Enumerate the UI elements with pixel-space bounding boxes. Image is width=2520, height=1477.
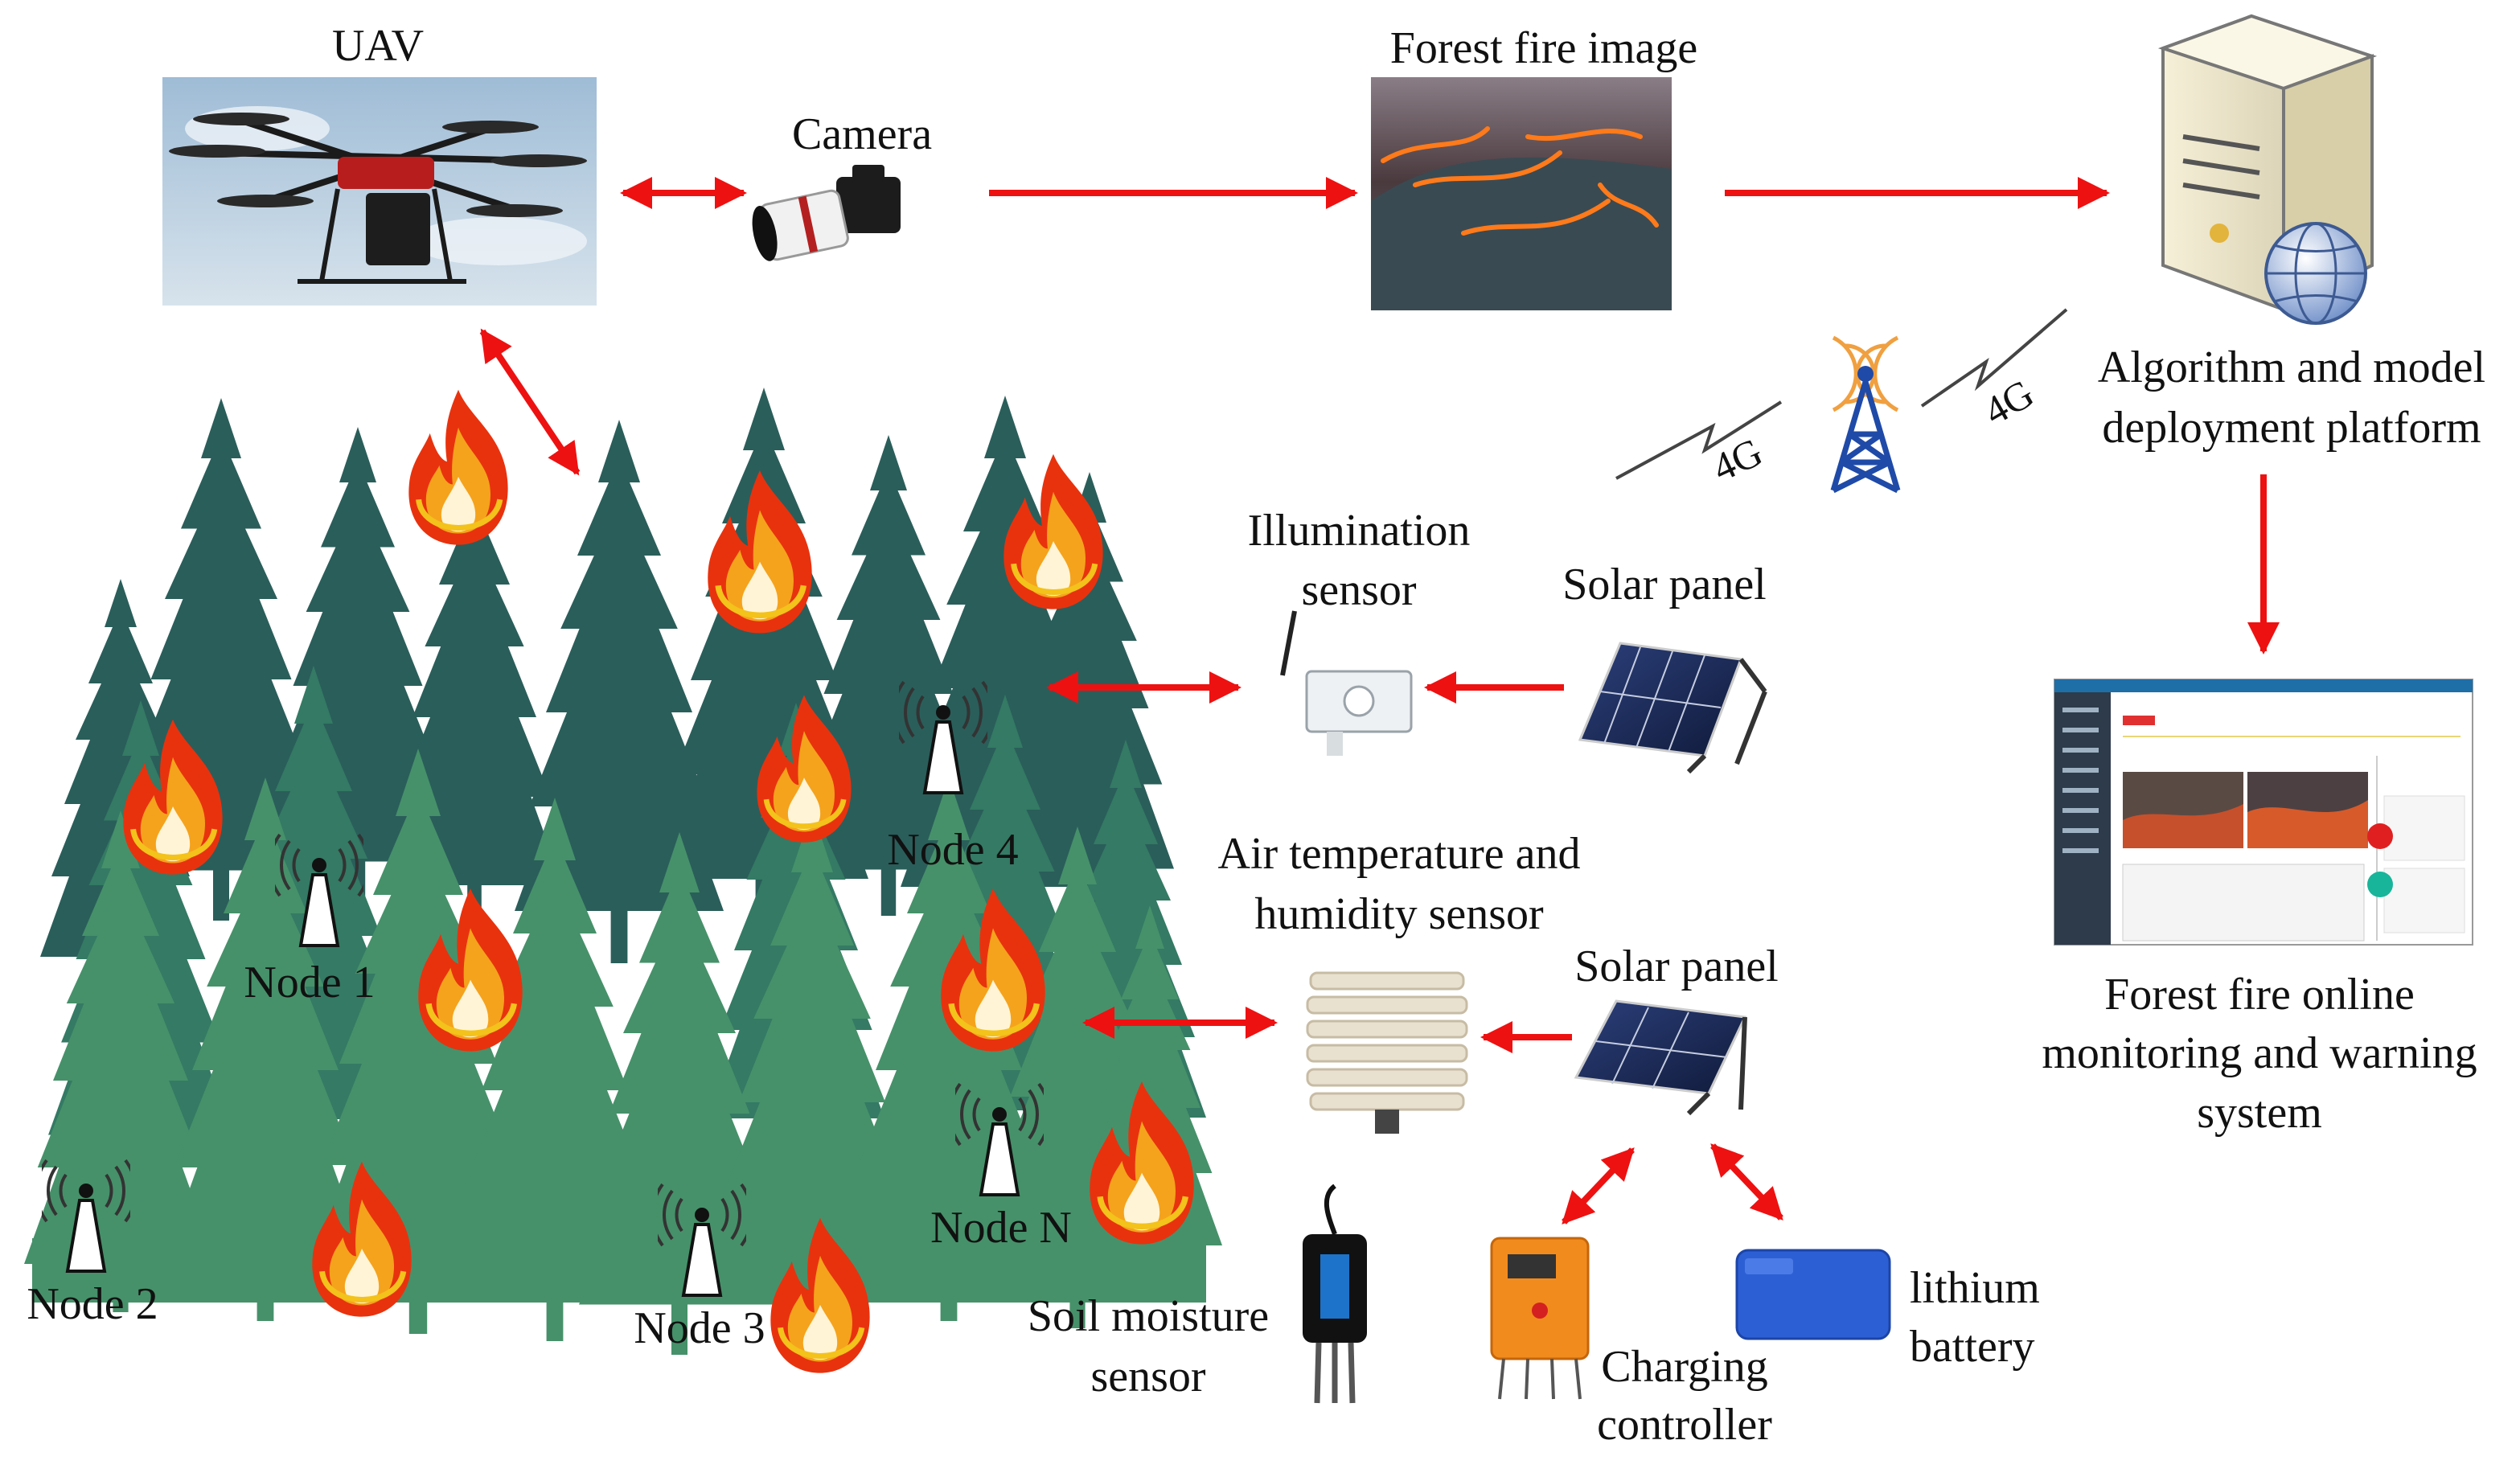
node-4-label: Node 4 xyxy=(887,825,1018,875)
solar-panel-bottom-label: Solar panel xyxy=(1574,942,1778,991)
signal-tower-icon xyxy=(1830,335,1901,494)
air-sensor-label-line1: Air temperature and xyxy=(1218,829,1581,879)
illumination-sensor-icon xyxy=(1280,610,1413,756)
charging-label-line1: Charging xyxy=(1601,1342,1767,1392)
node-3-label: Node 3 xyxy=(634,1303,765,1353)
flame-icon xyxy=(408,390,507,545)
camera-label: Camera xyxy=(792,109,932,159)
forest-fire-photo xyxy=(1371,77,1672,310)
illumination-label-line1: Illumination xyxy=(1248,506,1471,556)
node-n-label: Node N xyxy=(930,1203,1072,1253)
solar-panel-top-icon xyxy=(1578,642,1767,774)
node-2-label: Node 2 xyxy=(27,1279,158,1329)
platform-label-line2: deployment platform xyxy=(2102,403,2481,453)
battery-label-line2: battery xyxy=(1910,1322,2034,1372)
monitoring-system-screenshot xyxy=(2054,679,2473,946)
monitor-label-line1: Forest fire online xyxy=(2104,970,2415,1020)
lightning-link-left xyxy=(1615,400,1783,480)
monitor-label-line3: system xyxy=(2197,1088,2322,1138)
air-sensor-icon xyxy=(1306,971,1468,1134)
uav-photo xyxy=(162,77,597,306)
charging-controller-icon xyxy=(1490,1237,1590,1400)
arrow-uav-forest xyxy=(479,328,581,476)
4g-label-left: 4G xyxy=(1705,429,1769,490)
soil-sensor-label-line1: Soil moisture xyxy=(1028,1291,1269,1341)
flame-icon xyxy=(708,470,811,634)
lithium-battery-icon xyxy=(1735,1249,1891,1340)
uav-label: UAV xyxy=(332,21,424,71)
platform-label-line1: Algorithm and model xyxy=(2098,343,2485,392)
monitor-label-line2: monitoring and warning xyxy=(2042,1028,2477,1078)
soil-sensor-label-line2: sensor xyxy=(1090,1352,1205,1401)
camera-icon xyxy=(752,165,901,261)
arrow-solar-charger xyxy=(1562,1147,1635,1225)
battery-label-line1: lithium xyxy=(1910,1263,2040,1313)
solar-panel-bottom-icon xyxy=(1574,999,1747,1116)
flow-arrows xyxy=(479,177,2280,1225)
illumination-label-line2: sensor xyxy=(1301,565,1416,615)
forest-illustration: Node 4 Node 1 Node 2 Node 3 Node N xyxy=(24,388,1222,1373)
solar-panel-top-label: Solar panel xyxy=(1562,560,1766,609)
fire-image-label: Forest fire image xyxy=(1390,23,1698,73)
arrow-solar-battery xyxy=(1710,1143,1783,1221)
charging-label-line2: controller xyxy=(1597,1400,1772,1450)
lightning-link-right xyxy=(1920,308,2068,408)
soil-moisture-sensor-icon xyxy=(1303,1184,1367,1404)
air-sensor-label-line2: humidity sensor xyxy=(1254,889,1544,939)
server-globe-icon xyxy=(2157,14,2378,325)
node-1-label: Node 1 xyxy=(244,958,375,1007)
